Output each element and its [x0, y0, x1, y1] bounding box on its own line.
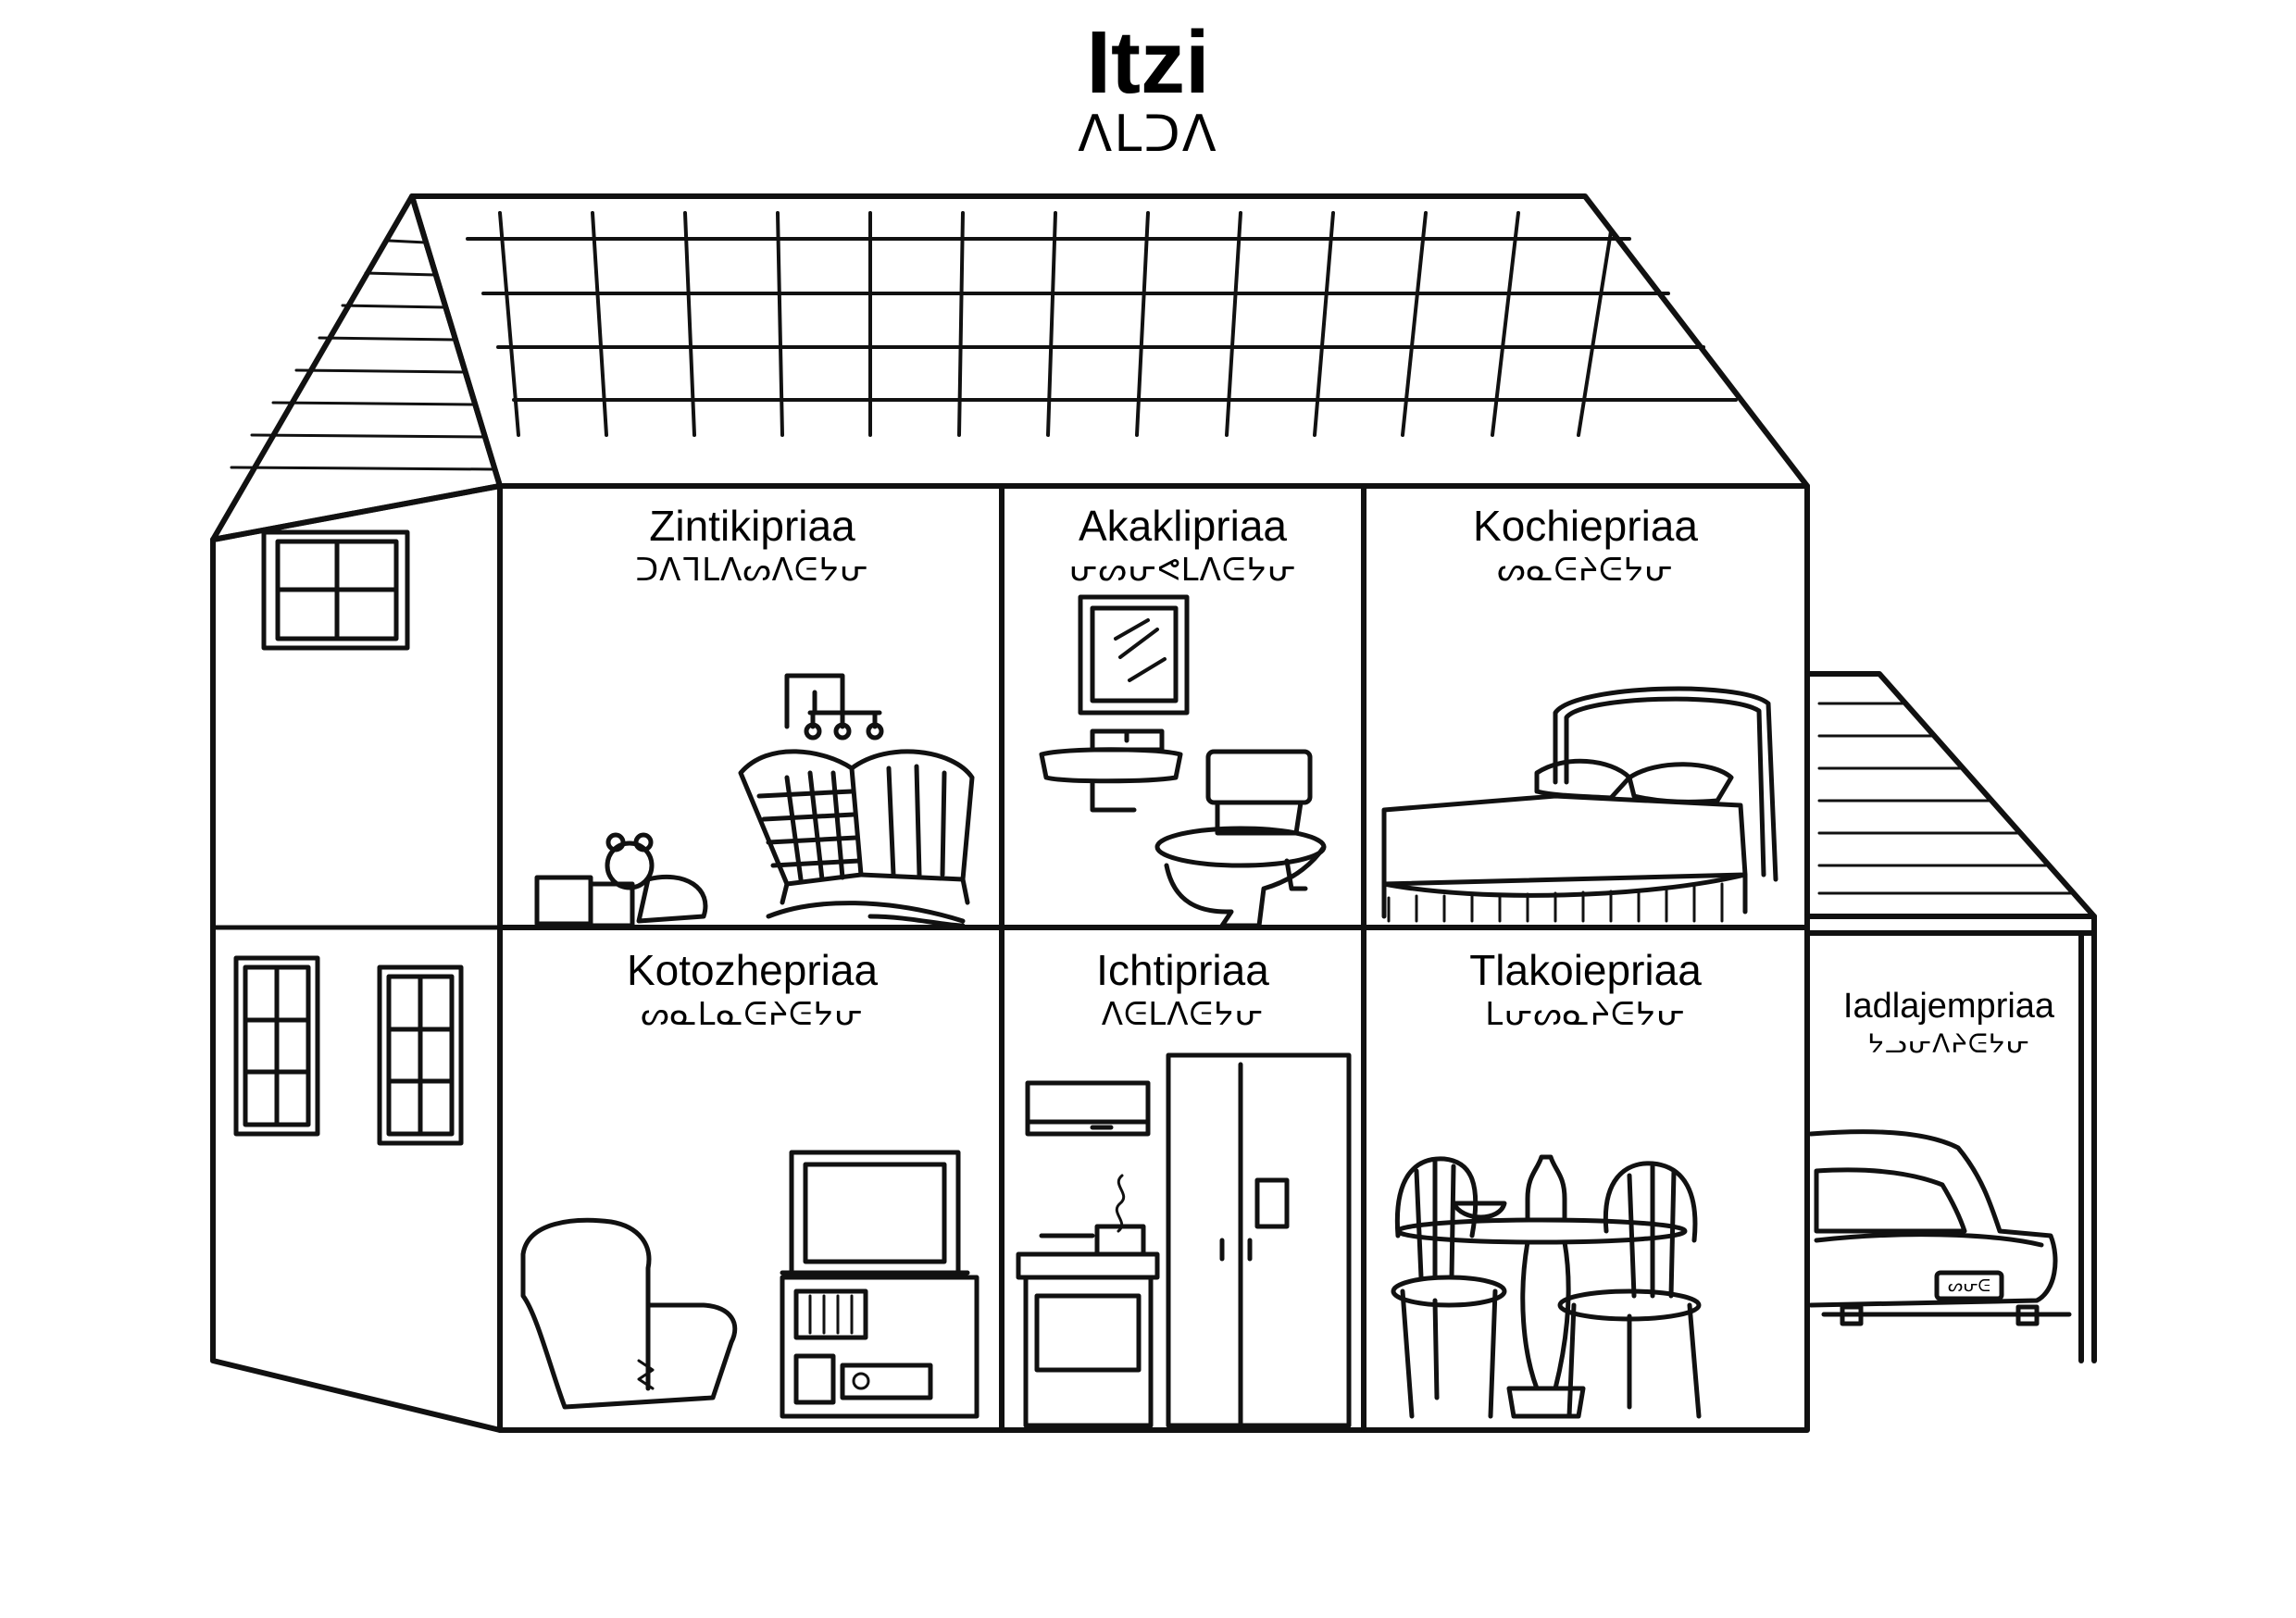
- room-script: ᕂᔕᕂᕙᒪᐱᕮᔭᕂ: [1009, 554, 1356, 586]
- room-label-akaklipriaa: Akaklipriaa ᕂᔕᕂᕙᒪᐱᕮᔭᕂ: [1009, 504, 1356, 586]
- room-script: ᔕᓇᕮᔨᕮᔭᕂ: [1375, 554, 1796, 586]
- side-window-upper: [264, 532, 407, 648]
- room-name: Kochiepriaa: [1375, 504, 1796, 547]
- room-name: Kotozhepriaa: [518, 949, 986, 991]
- bathroom-fixtures: [1042, 597, 1324, 926]
- bed: [1384, 689, 1776, 921]
- license-plate: ᔕᕂᕮ: [1937, 1276, 2002, 1296]
- room-label-kochiepriaa: Kochiepriaa ᔕᓇᕮᔨᕮᔭᕂ: [1375, 504, 1796, 586]
- room-name: Zintikipriaa: [518, 504, 986, 547]
- dining-set: [1393, 1157, 1699, 1416]
- living-room-furniture: [523, 1152, 977, 1416]
- room-label-tlakoiepriaa: Tlakoiepriaa ᒪᕂᔕᓇᔨᕮᔭᕂ: [1375, 949, 1796, 1030]
- room-name: Akaklipriaa: [1009, 504, 1356, 547]
- room-label-iadlajempriaa: Iadlajempriaa ᔭᓗᕂᐱᔨᕮᔭᕂ: [1810, 989, 2088, 1057]
- side-wall: [213, 486, 500, 1430]
- page-title-script: ᐱᒪᑐᐱ: [963, 109, 1333, 159]
- side-window-lower-right: [380, 967, 461, 1143]
- room-name: Ichtipriaa: [1009, 949, 1356, 991]
- side-window-lower-left: [236, 958, 318, 1134]
- page-title: Itzi: [963, 19, 1333, 107]
- room-script: ᒪᕂᔕᓇᔨᕮᔭᕂ: [1375, 999, 1796, 1030]
- room-label-kotozhepriaa: Kotozhepriaa ᔕᓇᒪᓇᕮᔨᕮᔭᕂ: [518, 949, 986, 1030]
- room-label-ichtipriaa: Ichtipriaa ᐱᕮᒪᐱᕮᔭᕂ: [1009, 949, 1356, 1030]
- room-name: Iadlajempriaa: [1810, 989, 2088, 1024]
- room-name: Tlakoiepriaa: [1375, 949, 1796, 991]
- room-script: ᐱᕮᒪᐱᕮᔭᕂ: [1009, 999, 1356, 1030]
- room-label-zintikipriaa: Zintikipriaa ᑐᐱᒣᒪᐱᔕᐱᕮᔭᕂ: [518, 504, 986, 586]
- room-script: ᔕᓇᒪᓇᕮᔨᕮᔭᕂ: [518, 999, 986, 1030]
- kitchen-appliances: [1018, 1055, 1349, 1425]
- nursery-furniture: [537, 676, 972, 926]
- solar-panel-grid: [468, 213, 1736, 435]
- room-script: ᔭᓗᕂᐱᔨᕮᔭᕂ: [1810, 1031, 2088, 1057]
- room-script: ᑐᐱᒣᒪᐱᔕᐱᕮᔭᕂ: [518, 554, 986, 586]
